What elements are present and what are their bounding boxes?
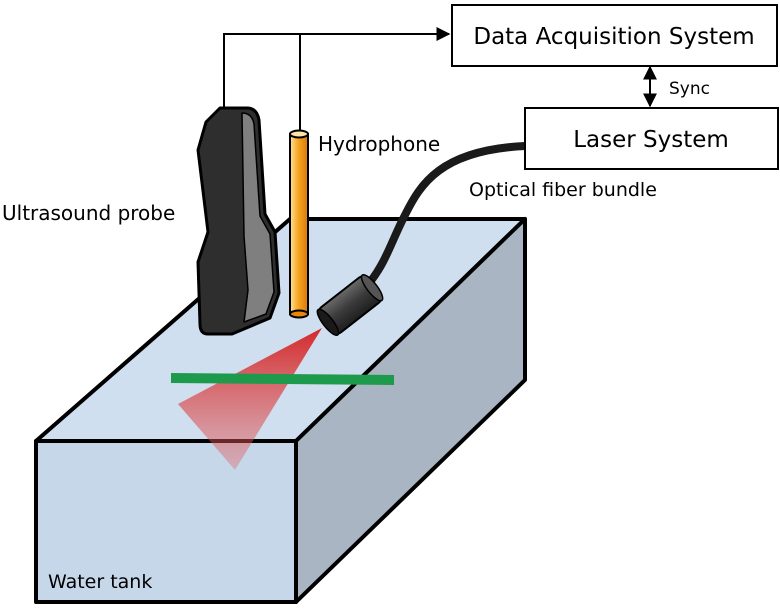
signal-wiring (223, 27, 451, 134)
fiber-label: Optical fiber bundle (469, 179, 657, 201)
hydrophone (289, 129, 309, 319)
water-tank (34, 217, 527, 604)
laser-system-label: Laser System (573, 127, 729, 153)
target-line (170, 373, 395, 385)
laser-head-rear (360, 274, 384, 302)
ultrasound-probe (196, 106, 281, 336)
hydrophone-label: Hydrophone (318, 132, 440, 156)
laser-system-box: Laser System (524, 107, 779, 170)
tank-front-face (34, 439, 298, 604)
probe-face (241, 112, 275, 323)
sync-label: Sync (669, 79, 710, 99)
daq-box: Data Acquisition System (451, 4, 778, 67)
laser-system-frame (524, 107, 779, 170)
daq-label: Data Acquisition System (473, 24, 754, 50)
laser-head (316, 274, 384, 336)
daq-box-frame (451, 4, 778, 67)
optical-fiber-cable (366, 142, 529, 286)
laser-beam (178, 328, 322, 470)
probe-cable (223, 33, 300, 108)
hydrophone-top (289, 129, 309, 139)
probe-label: Ultrasound probe (2, 201, 175, 225)
hydrophone-body (289, 133, 309, 315)
laser-head-aperture (316, 308, 340, 336)
hydrophone-tip (289, 309, 309, 319)
water-tank-label: Water tank (48, 571, 152, 593)
